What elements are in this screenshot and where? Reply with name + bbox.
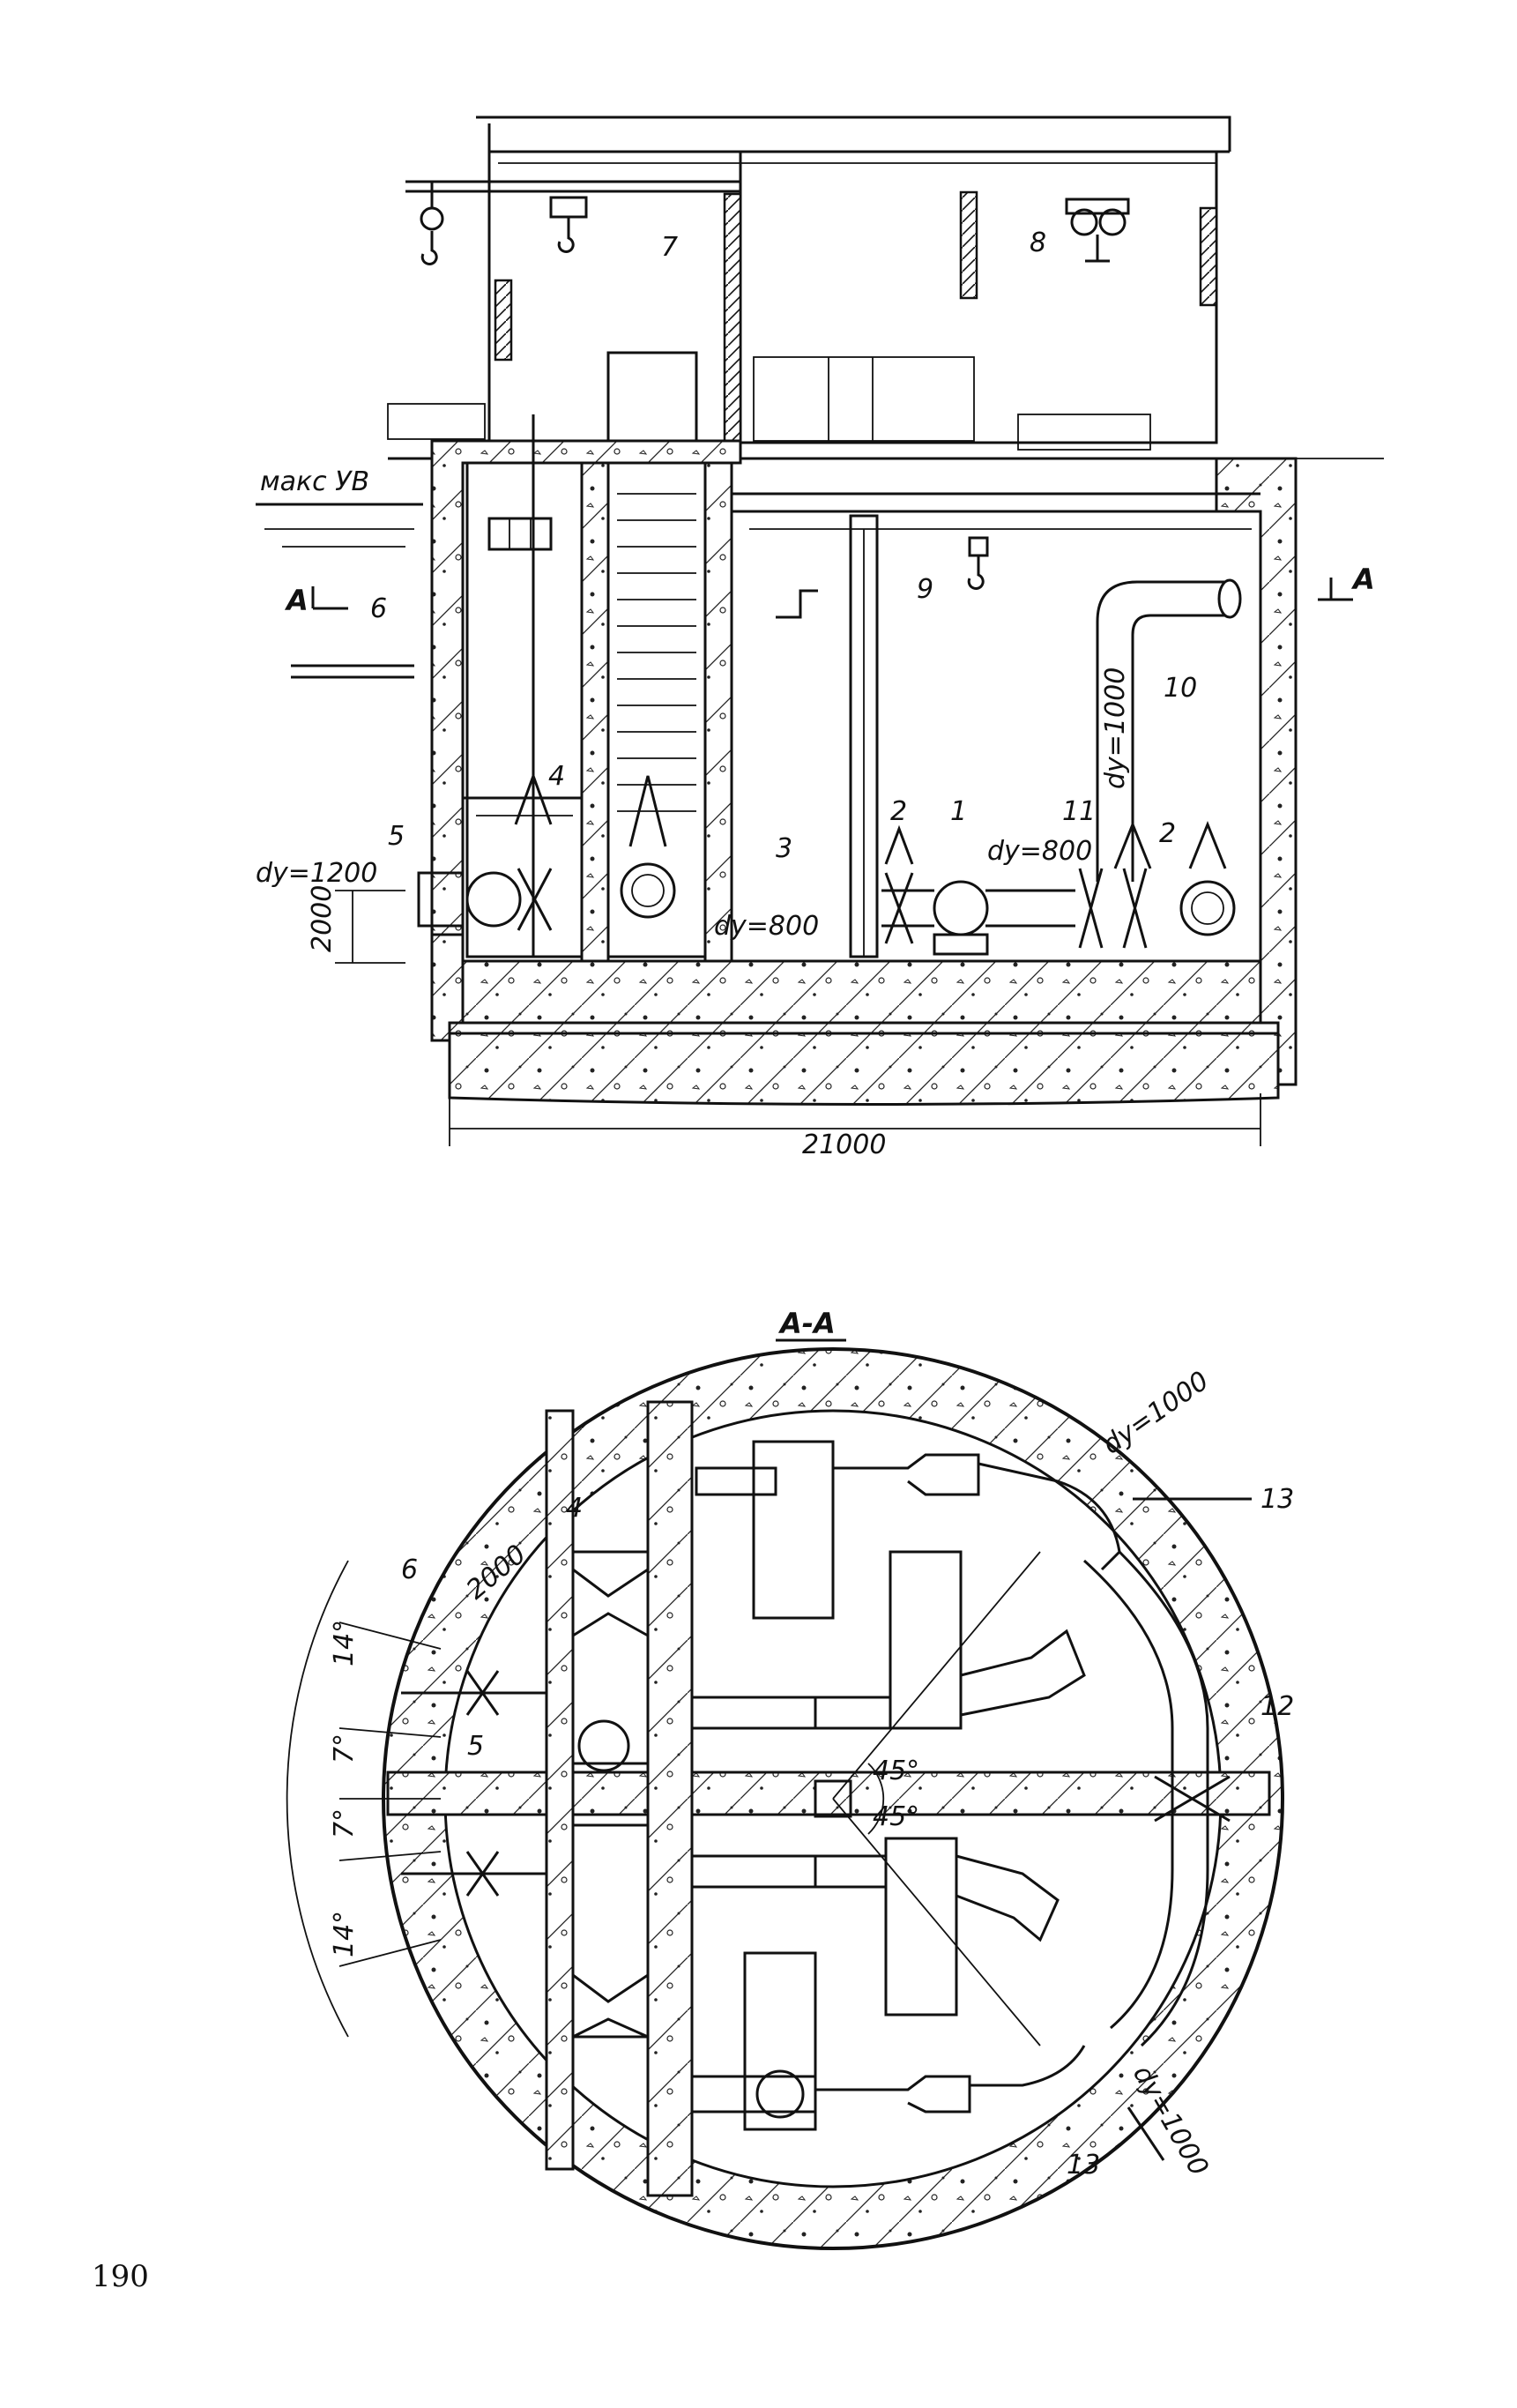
plan-callout-4: 4 bbox=[566, 1493, 583, 1524]
section-view: макс УВ A A 21000 2000 dy=1200 dy=800 dy… bbox=[256, 116, 1384, 1160]
pipe-top-label: dy=1000 bbox=[1097, 1366, 1215, 1461]
angle-45-bottom: 45° bbox=[873, 1801, 919, 1832]
pump-row-2 bbox=[690, 1550, 1086, 1730]
water-level-label: макс УВ bbox=[260, 466, 369, 497]
angle-14-bottom: 14° bbox=[329, 1911, 360, 1957]
section-marker-left bbox=[311, 586, 348, 610]
callout-5: 5 bbox=[388, 821, 405, 852]
plan-view: A-A bbox=[286, 1307, 1294, 2250]
angle-lines bbox=[286, 1497, 1252, 2161]
plan-title: A-A bbox=[777, 1307, 836, 1340]
plan-callout-6: 6 bbox=[401, 1554, 418, 1585]
callout-4: 4 bbox=[548, 761, 565, 792]
pipe-suction-label: dy=800 bbox=[714, 911, 819, 942]
angle-14-top: 14° bbox=[329, 1620, 360, 1666]
pump-row-4 bbox=[690, 1951, 1086, 2131]
pipe-riser-label: dy=1000 bbox=[1100, 667, 1131, 789]
dimension-depth: 2000 bbox=[307, 885, 338, 952]
pump-row-1 bbox=[695, 1440, 1121, 1620]
pump-row-3 bbox=[690, 1837, 1060, 2017]
plan-callout-12: 12 bbox=[1260, 1691, 1294, 1722]
water bbox=[256, 458, 1384, 679]
callout-11: 11 bbox=[1062, 796, 1096, 827]
plan-callout-13-bottom: 13 bbox=[1067, 2150, 1100, 2181]
callout-3: 3 bbox=[776, 833, 792, 864]
crane-hook-7 bbox=[549, 196, 588, 253]
callout-8: 8 bbox=[1030, 227, 1046, 258]
roof bbox=[405, 116, 1231, 414]
callout-2b: 2 bbox=[1159, 818, 1176, 849]
screen-chamber bbox=[606, 461, 707, 958]
substructure bbox=[430, 439, 1298, 1106]
plan-callout-13-top: 13 bbox=[1260, 1484, 1294, 1515]
page-number: 190 bbox=[92, 2259, 149, 2294]
pipe-inlet-label: dy=1200 bbox=[256, 858, 377, 889]
dimension-lines bbox=[335, 890, 1261, 1146]
section-mark-right: A bbox=[1350, 563, 1375, 596]
callout-7: 7 bbox=[661, 232, 678, 263]
callout-9: 9 bbox=[917, 574, 933, 605]
plan-callout-5: 5 bbox=[467, 1731, 484, 1762]
dimension-width: 21000 bbox=[802, 1129, 886, 1160]
crane-hook-8 bbox=[1065, 198, 1130, 263]
callout-6: 6 bbox=[370, 593, 387, 624]
collector-pipe-12 bbox=[1082, 1550, 1231, 2047]
section-marker-right bbox=[1318, 578, 1353, 601]
callout-2: 2 bbox=[890, 796, 907, 827]
intake-valves bbox=[401, 1670, 547, 1897]
crane-hook-left bbox=[420, 182, 444, 265]
angle-45-top: 45° bbox=[873, 1756, 919, 1786]
angle-7-bottom: 7° bbox=[329, 1808, 360, 1838]
angle-7-top: 7° bbox=[329, 1733, 360, 1763]
section-mark-left: A bbox=[284, 584, 309, 617]
machine-hall bbox=[732, 492, 1260, 958]
callout-1: 1 bbox=[950, 796, 967, 827]
upper-building bbox=[387, 150, 1218, 460]
callout-10: 10 bbox=[1164, 673, 1197, 704]
pipe-pump-label: dy=800 bbox=[987, 836, 1092, 867]
intake-chamber bbox=[417, 414, 584, 958]
